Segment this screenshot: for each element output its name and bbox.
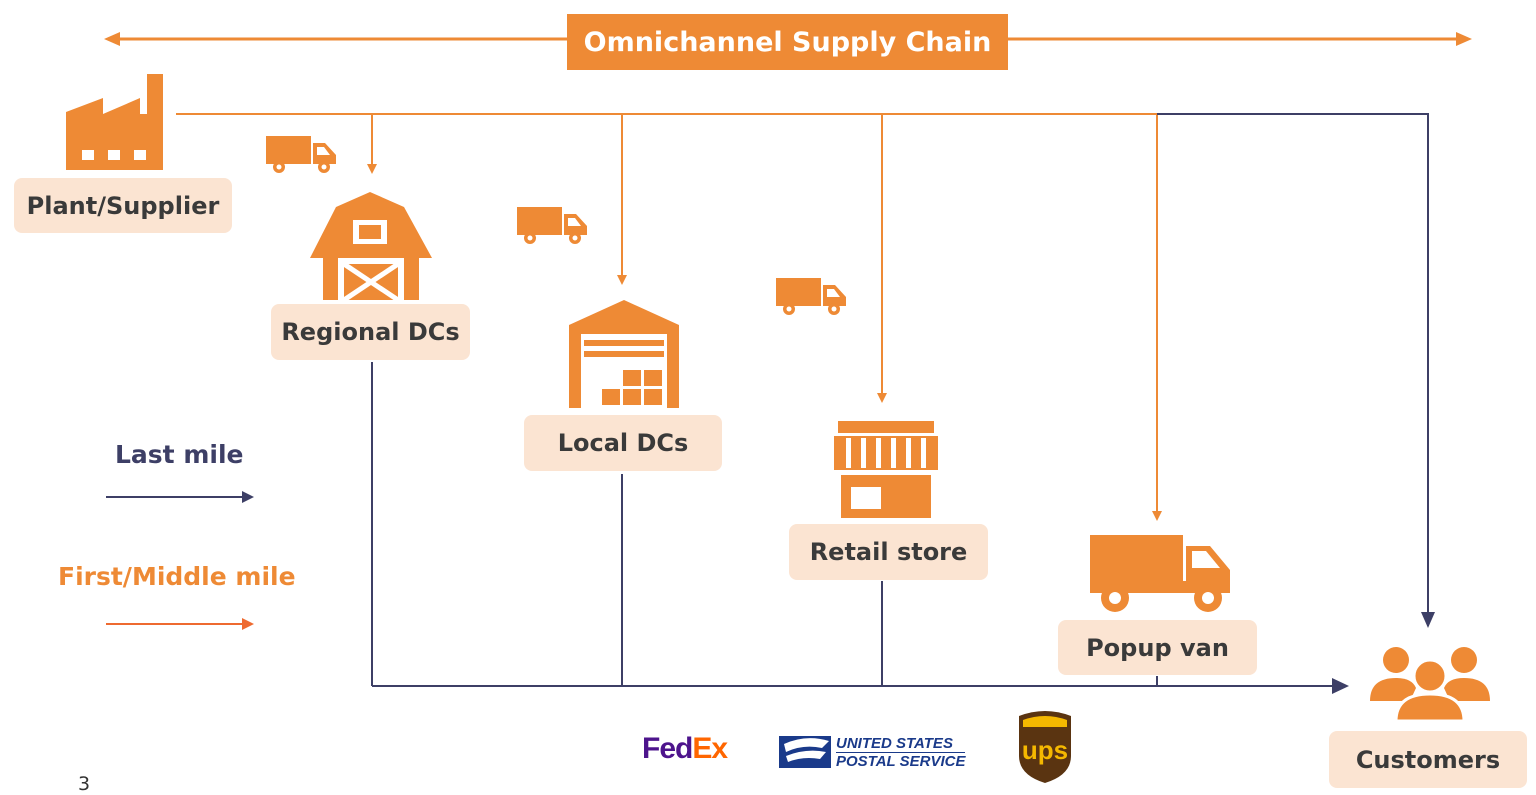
people-icon	[1370, 647, 1490, 723]
ups-shield-icon	[1019, 711, 1071, 783]
last-mile-lines	[371, 113, 1435, 694]
fedex-logo-fed: Fed	[642, 732, 693, 765]
van-icon	[1090, 535, 1230, 612]
usps-logo-line1: UNITED STATES	[836, 735, 966, 753]
ups-logo: ups	[1021, 735, 1069, 765]
fedex-logo-ex: Ex	[692, 732, 728, 765]
legend-first-mile-arrow	[106, 618, 254, 630]
node-customers: Customers	[1329, 731, 1527, 788]
barn-icon	[310, 192, 432, 303]
page-number: 3	[78, 773, 91, 795]
store-icon	[834, 421, 938, 518]
legend-last-mile-arrow	[106, 491, 254, 503]
usps-eagle-icon	[779, 736, 831, 768]
diagram-title: Omnichannel Supply Chain	[567, 14, 1008, 70]
usps-logo: UNITED STATES POSTAL SERVICE	[836, 735, 966, 770]
factory-icon	[66, 74, 163, 170]
truck-icon	[517, 207, 587, 244]
node-local-dcs: Local DCs	[524, 415, 722, 471]
node-popup-van: Popup van	[1058, 620, 1257, 675]
node-plant-supplier: Plant/Supplier	[14, 178, 232, 233]
usps-logo-line2: POSTAL SERVICE	[836, 753, 966, 770]
node-retail-store: Retail store	[789, 524, 988, 580]
truck-icon	[266, 136, 336, 173]
legend-last-mile: Last mile	[115, 440, 244, 469]
truck-icon	[776, 278, 846, 315]
first-middle-mile-lines	[176, 113, 1162, 521]
warehouse-icon	[569, 300, 679, 408]
fedex-logo: FedEx	[642, 732, 728, 766]
legend-first-middle-mile: First/Middle mile	[58, 562, 296, 591]
title-arrow	[104, 32, 1472, 46]
node-regional-dcs: Regional DCs	[271, 304, 470, 360]
